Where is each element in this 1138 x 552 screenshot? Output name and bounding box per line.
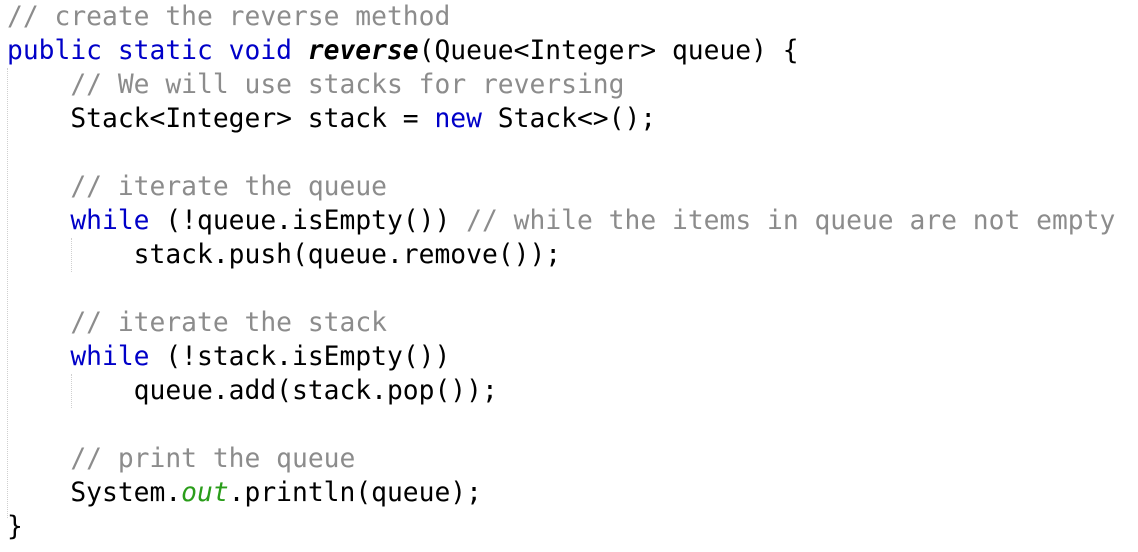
code-line[interactable]: } [7,510,23,544]
code-line[interactable]: queue.add(stack.pop()); [7,374,498,408]
code-line[interactable]: // create the reverse method [7,0,450,34]
code-token-comment: // We will use stacks for reversing [70,70,625,100]
code-token-keyword: while [70,206,150,236]
code-token-plain [7,308,70,338]
code-token-comment: // create the reverse method [7,2,451,32]
indent-guide [71,238,72,272]
code-token-plain: Stack<>(); [481,104,657,134]
code-line[interactable]: public static void reverse(Queue<Integer… [7,34,799,68]
code-token-plain [7,70,70,100]
code-token-plain: (Queue<Integer> queue) { [418,36,799,66]
code-token-keyword: while [70,342,150,372]
code-token-comment: // print the queue [70,444,356,474]
code-line[interactable]: // We will use stacks for reversing [7,68,624,102]
code-token-plain [7,444,70,474]
code-line[interactable]: // iterate the queue [7,170,387,204]
code-line[interactable]: System.out.println(queue); [7,476,482,510]
code-line[interactable]: // print the queue [7,442,355,476]
code-token-plain [7,172,70,202]
code-token-plain: System. [7,478,182,508]
code-token-keyword: new [434,104,482,134]
code-line[interactable]: stack.push(queue.remove()); [7,238,561,272]
code-line[interactable]: while (!stack.isEmpty()) [7,340,450,374]
code-token-plain: Stack<Integer> stack = [7,104,435,134]
code-token-comment: // iterate the queue [70,172,387,202]
code-token-comment: // iterate the stack [70,308,387,338]
code-token-plain: stack.push(queue.remove()); [7,240,562,270]
code-line[interactable]: while (!queue.isEmpty()) // while the it… [7,204,1115,238]
code-token-plain [7,342,70,372]
code-token-comment: // while the items in queue are not empt… [466,206,1116,236]
code-token-keyword: public static void [7,36,308,66]
code-token-plain: queue.add(stack.pop()); [7,376,498,406]
code-token-method: reverse [307,36,419,66]
code-token-field: out [181,478,229,508]
indent-guide [7,68,8,518]
code-token-plain [7,206,70,236]
code-token-plain: (!stack.isEmpty()) [149,342,451,372]
code-line[interactable]: Stack<Integer> stack = new Stack<>(); [7,102,656,136]
code-line[interactable]: // iterate the stack [7,306,387,340]
code-token-plain: } [7,512,23,542]
indent-guide [71,374,72,408]
code-token-plain: (!queue.isEmpty()) [149,206,467,236]
code-token-plain: .println(queue); [228,478,482,508]
